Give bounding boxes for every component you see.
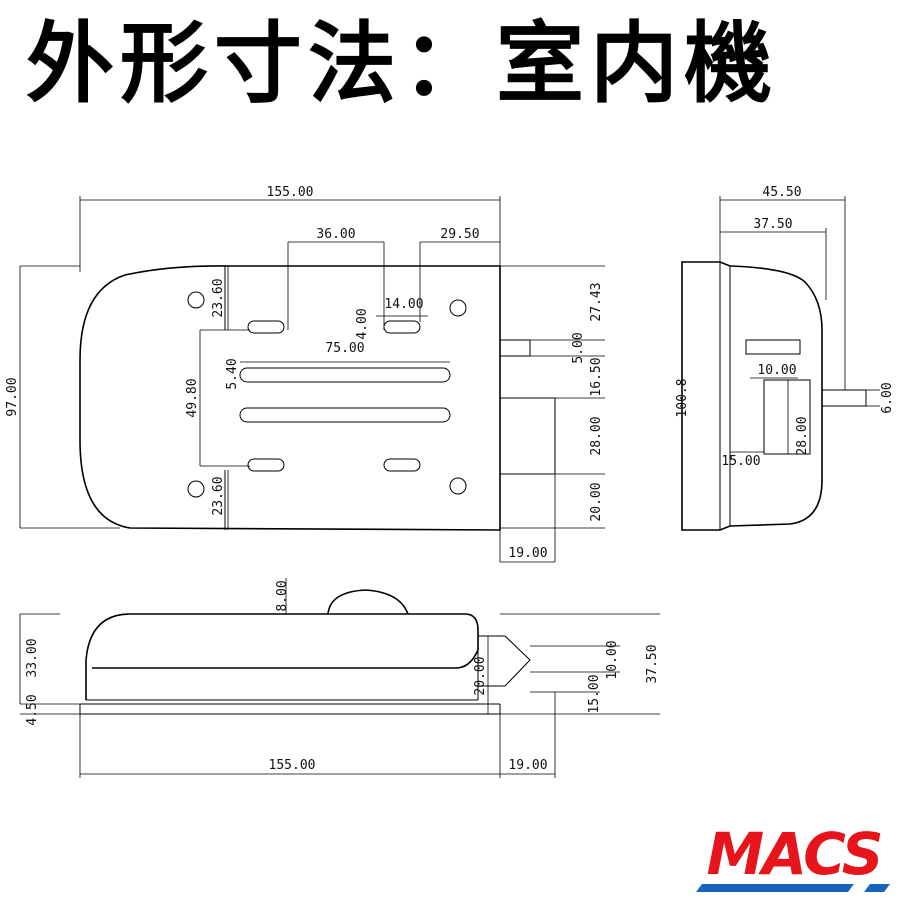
- dim-box-width: 19.00: [508, 546, 547, 561]
- macs-logo: MACS: [696, 820, 890, 892]
- dim-box-bottom: 20.00: [589, 482, 604, 521]
- dim-pipe-gap: 16.50: [589, 357, 604, 396]
- dim-bottom-length: 155.00: [269, 758, 316, 773]
- dim-pipe-diameter: 5.00: [571, 332, 586, 363]
- bottom-view: 8.00 33.00 4.50 37.50 10.00 15.00 20.00 …: [19, 578, 660, 778]
- dim-side-height: 100.8: [675, 378, 690, 417]
- small-slot-top-left: [247, 320, 285, 334]
- logo-text: MACS: [706, 820, 881, 888]
- side-pipe: [821, 389, 867, 407]
- logo-stripe-icon: [696, 884, 884, 892]
- dim-side-depth-inner: 37.50: [753, 217, 792, 232]
- long-slot-upper: [239, 367, 451, 383]
- dim-hole-offset-bottom: 23.60: [211, 476, 226, 515]
- dim-small-slot-width: 14.00: [384, 297, 423, 312]
- bottom-body-outline: [85, 613, 479, 700]
- dim-plate-thickness: 4.50: [25, 694, 40, 725]
- dim-bump-height: 8.00: [275, 580, 290, 611]
- front-body-outline: [79, 265, 501, 531]
- bottom-bump: [327, 589, 409, 615]
- dim-side-depth: 45.50: [762, 185, 801, 200]
- dim-side-box-height: 28.00: [795, 416, 810, 455]
- side-box: [763, 379, 811, 455]
- bottom-pipe: [478, 635, 531, 687]
- mount-hole: [187, 480, 205, 498]
- mount-hole: [187, 291, 205, 309]
- small-slot-top-mid: [383, 320, 421, 334]
- dim-slot-vertical-spacing: 49.80: [185, 378, 200, 417]
- dim-front-width: 155.00: [267, 185, 314, 200]
- side-view: 45.50 37.50 100.8 10.00 28.00 15.00 6.00: [675, 185, 895, 531]
- side-label-plate: [745, 339, 801, 355]
- long-slot-lower: [239, 407, 451, 423]
- dim-long-slot-length: 75.00: [325, 341, 364, 356]
- dim-long-slot-width: 5.40: [225, 358, 240, 389]
- dim-pipe-offset-a: 10.00: [605, 640, 620, 679]
- dim-bottom-extension: 19.00: [508, 758, 547, 773]
- dim-side-box-offset: 15.00: [721, 454, 760, 469]
- small-slot-bottom-left: [247, 458, 285, 472]
- small-slot-bottom-mid: [383, 458, 421, 472]
- dim-slot-spacing-a: 36.00: [316, 227, 355, 242]
- terminal-box: [499, 397, 556, 475]
- dim-side-pipe-diameter: 6.00: [880, 382, 895, 413]
- mount-hole: [449, 477, 467, 495]
- dim-body-height: 33.00: [25, 638, 40, 677]
- mount-hole: [449, 299, 467, 317]
- pipe-stub: [499, 339, 531, 357]
- dim-side-box-width: 10.00: [757, 363, 796, 378]
- dim-pipe-top-offset: 27.43: [589, 282, 604, 321]
- side-body-outline: [681, 261, 823, 531]
- dim-pipe-offset-b: 15.00: [587, 674, 602, 713]
- dim-slot-spacing-b: 29.50: [440, 227, 479, 242]
- dim-hole-offset-top: 23.60: [211, 278, 226, 317]
- front-view: 155.00 36.00 29.50 14.00 75.00 97.00 23.…: [5, 185, 605, 563]
- dim-box-height: 28.00: [589, 416, 604, 455]
- dim-pipe-width: 20.00: [473, 656, 488, 695]
- dim-total-height: 37.50: [645, 644, 660, 683]
- dim-small-slot-height: 4.00: [355, 308, 370, 339]
- dim-front-height: 97.00: [5, 377, 20, 416]
- page-title: 外形寸法：室内機: [26, 12, 779, 115]
